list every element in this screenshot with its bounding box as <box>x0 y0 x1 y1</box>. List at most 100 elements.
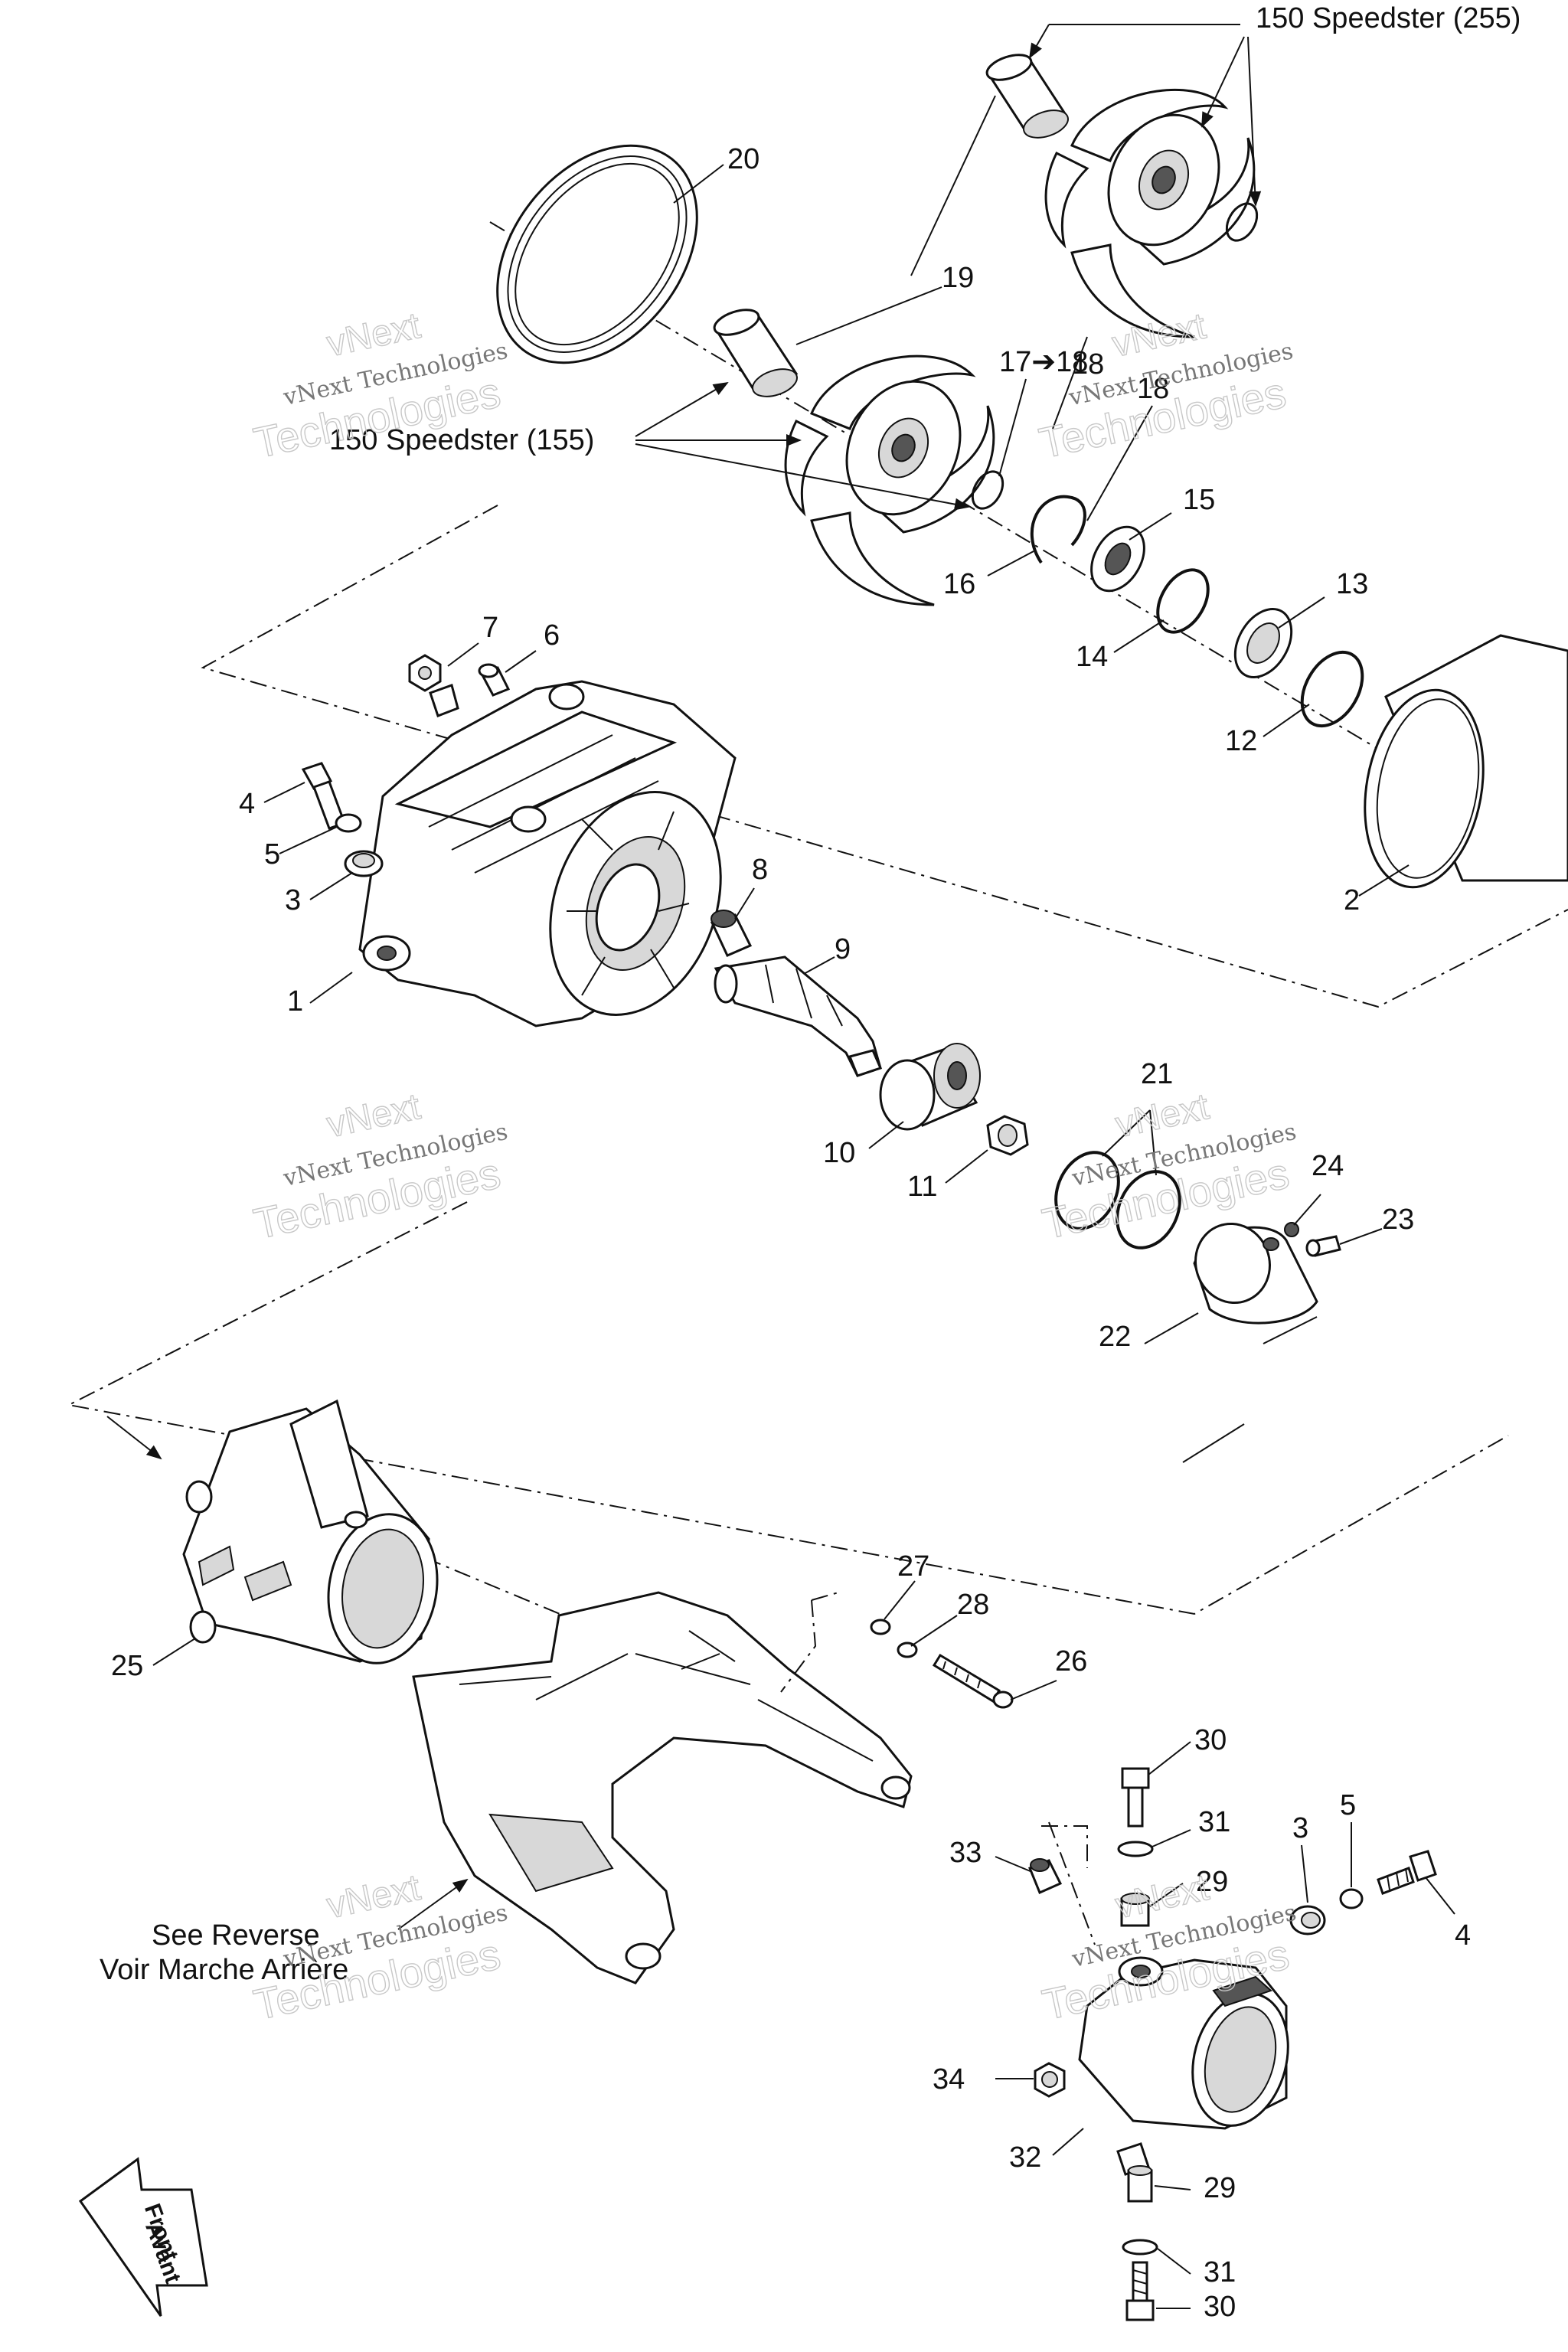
note-voir-marche-arriere: Voir Marche Arrière <box>100 1954 348 1986</box>
callout-29-bottom: 29 <box>1204 2172 1236 2204</box>
note-speedster-255: 150 Speedster (255) <box>1256 2 1521 34</box>
callout-22: 22 <box>1099 1321 1131 1353</box>
bolt-4-right <box>1377 1850 1437 1895</box>
pivot-bolt-30-bottom <box>1125 2261 1155 2321</box>
washer-5-left <box>335 813 362 833</box>
o-ring-14 <box>1156 568 1210 634</box>
callout-23: 23 <box>1382 1204 1414 1236</box>
pivot-bolt-30-top <box>1121 1767 1150 1828</box>
callout-4-right: 4 <box>1455 1919 1471 1952</box>
callout-4-left: 4 <box>239 788 255 820</box>
callout-5-right: 5 <box>1340 1789 1356 1821</box>
watermark-4: vNext Technologies vNext Technologies <box>1037 1086 1298 1248</box>
bearing-10 <box>879 1043 981 1131</box>
watermark-2: vNext Technologies vNext Technologies <box>1034 305 1295 468</box>
venturi-32 <box>1078 1956 1289 2176</box>
callout-12: 12 <box>1225 725 1257 757</box>
callout-31-top: 31 <box>1198 1806 1230 1838</box>
callout-18-b: 18 <box>1072 348 1104 381</box>
watermark-1-line1: vNext <box>323 305 423 364</box>
watermark-5-line1: vNext <box>323 1867 423 1926</box>
watermark-6-line1: vNext <box>1112 1867 1212 1926</box>
callout-17-18: 17➔18 <box>999 346 1088 378</box>
impeller-sleeve-upper <box>985 54 1069 139</box>
bolt-26 <box>932 1653 1014 1709</box>
callout-27: 27 <box>897 1550 929 1583</box>
washer-31-top <box>1117 1841 1154 1857</box>
callout-7: 7 <box>482 612 498 644</box>
axis-line-venturi <box>1048 1821 1096 1945</box>
callout-16: 16 <box>943 568 975 600</box>
callout-20: 20 <box>727 143 760 175</box>
grommet-3-left <box>344 850 384 877</box>
callout-3-right: 3 <box>1292 1812 1308 1844</box>
callout-33: 33 <box>949 1837 982 1869</box>
callout-34: 34 <box>933 2063 965 2096</box>
note-speedster-155: 150 Speedster (155) <box>329 424 594 456</box>
callout-21: 21 <box>1141 1058 1173 1090</box>
assembly-outline-top <box>201 505 1568 1008</box>
wear-sleeve-part <box>1364 634 1568 889</box>
washer-24 <box>1284 1222 1299 1237</box>
callout-15: 15 <box>1183 484 1215 516</box>
callout-24: 24 <box>1312 1150 1344 1182</box>
leader-lines <box>152 95 1455 2309</box>
nozzle-25 <box>182 1399 439 1664</box>
callout-30-bottom: 30 <box>1204 2291 1236 2323</box>
screw-23 <box>1305 1235 1341 1257</box>
callout-5-left: 5 <box>264 838 280 871</box>
cone-22 <box>1193 1222 1318 1325</box>
impeller-upper <box>1044 88 1256 338</box>
washer-31-bottom <box>1122 2239 1158 2256</box>
assembly-outline-bottom <box>66 1201 1509 1615</box>
callout-3-left: 3 <box>285 884 301 916</box>
circlip-part <box>1030 495 1086 564</box>
note-arrows <box>106 24 1262 1930</box>
callout-13: 13 <box>1336 568 1368 600</box>
wear-ring-part <box>496 144 698 364</box>
bushing-29-bottom <box>1127 2165 1153 2203</box>
callout-29-top: 29 <box>1196 1866 1228 1898</box>
front-direction-arrow: Front Avant <box>78 2157 208 2317</box>
thrust-washer-part <box>1090 525 1145 593</box>
callout-32: 32 <box>1009 2141 1041 2174</box>
callout-labels: 1 2 3 3 4 4 5 5 6 7 8 9 10 11 12 13 14 1… <box>111 143 1471 2323</box>
callout-19: 19 <box>942 262 974 294</box>
callout-1: 1 <box>287 985 303 1018</box>
callout-9: 9 <box>835 933 851 965</box>
impeller-sleeve-lower <box>713 309 799 397</box>
callout-8: 8 <box>752 854 768 886</box>
callout-30-top: 30 <box>1194 1724 1227 1756</box>
o-ring-21b <box>1116 1170 1181 1250</box>
drive-shaft-9 <box>714 956 883 1077</box>
o-ring-lower <box>971 470 1004 510</box>
grommet-3-right <box>1289 1905 1326 1936</box>
plug-6 <box>478 663 511 697</box>
bushing-29-top <box>1120 1893 1150 1927</box>
washer-27 <box>870 1619 891 1635</box>
callout-6: 6 <box>544 619 560 652</box>
seal-part <box>1233 607 1293 679</box>
callout-11: 11 <box>907 1171 937 1203</box>
pump-housing-part <box>358 680 737 1027</box>
callout-26: 26 <box>1055 1645 1087 1677</box>
callout-14: 14 <box>1076 641 1108 673</box>
nut-33 <box>1028 1858 1063 1894</box>
watermark-4-line1: vNext <box>1112 1086 1212 1145</box>
callout-18-a: 18 <box>1137 373 1169 405</box>
watermark-3-line1: vNext <box>323 1086 423 1145</box>
callout-2: 2 <box>1344 884 1360 916</box>
callout-28: 28 <box>957 1589 989 1621</box>
callout-10: 10 <box>823 1137 855 1169</box>
fitting-34 <box>1034 2062 1066 2098</box>
nut-11 <box>986 1115 1029 1156</box>
note-see-reverse: See Reverse <box>152 1919 320 1952</box>
callout-25: 25 <box>111 1650 143 1682</box>
hex-nut-7 <box>408 654 459 717</box>
o-ring-12 <box>1300 650 1364 728</box>
nozzle-support-part <box>412 1591 913 1984</box>
callout-31-bottom: 31 <box>1204 2256 1236 2288</box>
bushing-8 <box>710 910 753 957</box>
watermark-3: vNext Technologies vNext Technologies <box>249 1086 510 1248</box>
